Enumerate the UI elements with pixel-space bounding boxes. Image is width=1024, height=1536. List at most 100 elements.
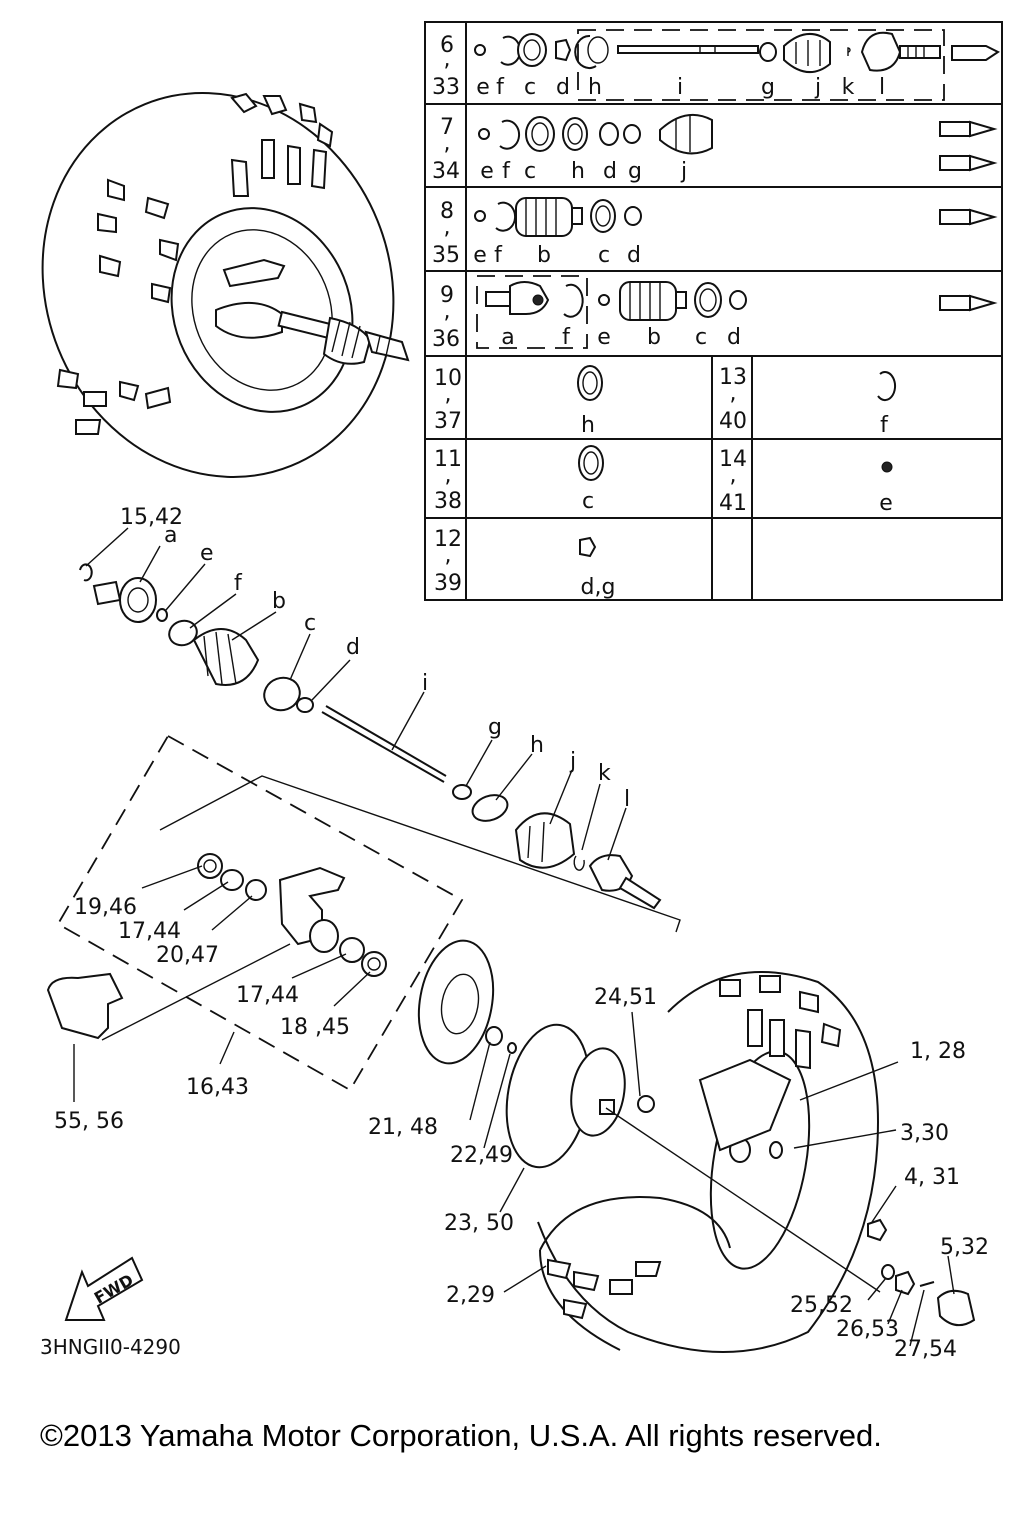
wheel-assembly-bottom [537, 971, 976, 1353]
callout-17-44-a: 17,44 [118, 919, 181, 944]
svg-text:f: f [494, 243, 503, 268]
svg-text:a: a [501, 325, 514, 350]
callout-19-46: 19,46 [74, 895, 137, 920]
table-ref-6: 6 [440, 33, 454, 58]
callout-l: l [624, 787, 630, 812]
callout-21-48: 21, 48 [368, 1115, 438, 1140]
svg-text:d,g: d,g [581, 575, 616, 600]
knuckle-assembly-box [56, 734, 464, 1092]
svg-text:e: e [473, 243, 487, 268]
svg-text:h: h [581, 413, 595, 438]
callout-j: j [569, 749, 576, 774]
callout-g: g [488, 715, 502, 740]
table-ref-36: 36 [432, 327, 460, 352]
svg-text:e: e [476, 75, 490, 100]
row3-parts [474, 197, 998, 237]
svg-text:l: l [879, 75, 885, 100]
svg-text:g: g [628, 159, 642, 184]
svg-text:e: e [879, 491, 893, 516]
callout-c: c [304, 611, 316, 636]
table-ref-8: 8 [440, 199, 454, 224]
svg-text:e: e [480, 159, 494, 184]
svg-text:d: d [556, 75, 570, 100]
callout-5-32: 5,32 [940, 1235, 989, 1260]
svg-text:h: h [571, 159, 585, 184]
callout-16-43: 16,43 [186, 1075, 249, 1100]
callout-15-42: 15,42 [120, 505, 183, 530]
callout-i: i [422, 671, 428, 696]
knuckle-parts [46, 853, 387, 1041]
table-ref-14: 14 [719, 447, 747, 472]
callout-f: f [234, 571, 243, 596]
svg-text:d: d [603, 159, 617, 184]
callout-26-53: 26,53 [836, 1317, 899, 1342]
table-ref-7: 7 [440, 115, 454, 140]
row1-parts [474, 31, 1000, 73]
callout-1-28: 1, 28 [910, 1039, 966, 1064]
table-ref-35: 35 [432, 243, 460, 268]
callout-e: e [200, 541, 214, 566]
svg-text:,: , [445, 382, 452, 407]
table-ref-39: 39 [434, 571, 462, 596]
callout-17-44-b: 17,44 [236, 983, 299, 1008]
svg-text:c: c [598, 243, 610, 268]
svg-text:,: , [444, 47, 451, 72]
table-ref-41: 41 [719, 491, 747, 516]
callout-20-47: 20,47 [156, 943, 219, 968]
table-ref-34: 34 [432, 159, 460, 184]
drawing-code: 3HNGII0-4290 [40, 1335, 181, 1359]
callout-23-50: 23, 50 [444, 1211, 514, 1236]
svg-text:b: b [647, 325, 661, 350]
svg-text:j: j [680, 159, 687, 184]
exploded-shaft [79, 563, 662, 910]
svg-text:f: f [502, 159, 511, 184]
callout-55-56: 55, 56 [54, 1109, 124, 1134]
svg-text:b: b [537, 243, 551, 268]
callout-18-45: 18 ,45 [280, 1015, 350, 1040]
table-ref-40: 40 [719, 409, 747, 434]
table-ref-11: 11 [434, 447, 462, 472]
svg-text:,: , [445, 543, 452, 568]
svg-text:,: , [444, 215, 451, 240]
callout-a: a [164, 523, 177, 548]
parts-table: 6 , 33 e f c d h i g j k l [424, 21, 1003, 601]
table-ref-9: 9 [440, 283, 454, 308]
svg-text:,: , [730, 463, 737, 488]
svg-text:g: g [761, 75, 775, 100]
svg-text:j: j [814, 75, 821, 100]
table-ref-10: 10 [434, 366, 462, 391]
callout-h: h [530, 733, 544, 758]
svg-text:e: e [597, 325, 611, 350]
table-ref-12: 12 [434, 527, 462, 552]
callout-22-49: 22,49 [450, 1143, 513, 1168]
svg-text:,: , [445, 463, 452, 488]
svg-text:c: c [582, 489, 594, 514]
leader-lines [73, 527, 955, 1347]
svg-text:c: c [524, 159, 536, 184]
brake-and-hub [417, 939, 881, 1293]
row2-parts [478, 113, 998, 172]
callout-d: d [346, 635, 360, 660]
wheel-assembly-top [41, 92, 410, 478]
svg-text:,: , [730, 381, 737, 406]
svg-text:i: i [677, 75, 683, 100]
table-ref-38: 38 [434, 489, 462, 514]
svg-text:k: k [842, 75, 855, 100]
svg-text:,: , [444, 299, 451, 324]
svg-text:f: f [562, 325, 571, 350]
callout-3-30: 3,30 [900, 1121, 949, 1146]
callout-k: k [598, 761, 611, 786]
svg-text:d: d [627, 243, 641, 268]
svg-text:c: c [524, 75, 536, 100]
callout-b: b [272, 589, 286, 614]
callout-4-31: 4, 31 [904, 1165, 960, 1190]
copyright-notice: ©2013 Yamaha Motor Corporation, U.S.A. A… [40, 1418, 882, 1453]
callout-25-52: 25,52 [790, 1293, 853, 1318]
svg-text:c: c [695, 325, 707, 350]
callout-24-51: 24,51 [594, 985, 657, 1010]
table-ref-33: 33 [432, 75, 460, 100]
svg-text:h: h [588, 75, 602, 100]
callout-labels: 15,42 a e f b c d i g h j k l 19,46 17,4… [54, 505, 989, 1362]
table-ref-13: 13 [719, 365, 747, 390]
